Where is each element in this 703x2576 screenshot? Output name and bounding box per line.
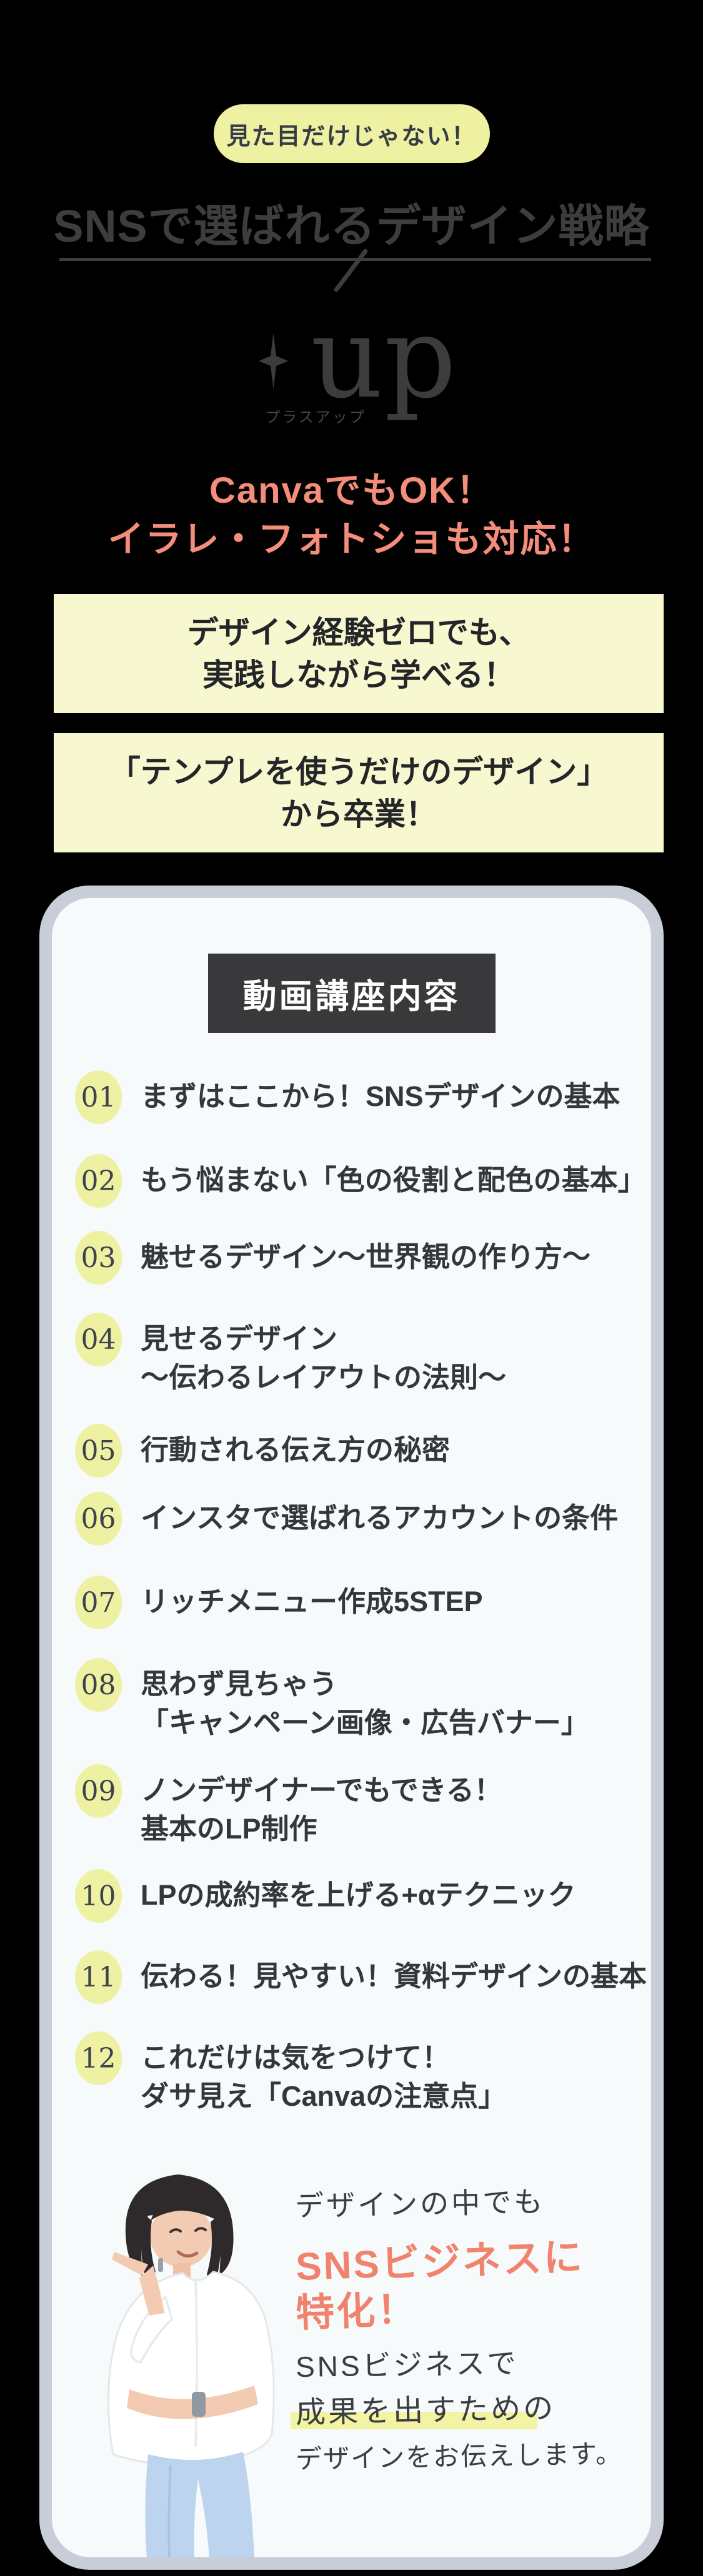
course-item-03-text: 魅せるデザイン〜世界観の作り方〜 [141, 1241, 591, 1273]
course-item-04: 04 見せるデザイン 〜伝わるレイアウトの法則〜 [75, 1313, 506, 1397]
course-item-09-text: ノンデザイナーでもできる！ [141, 1774, 502, 1806]
page-title: SNSで選ばれるデザイン戦略 [53, 202, 650, 252]
benefit-box-1: デザイン経験ゼロでも、 実践しながら学べる！ [54, 594, 664, 713]
benefit-box-2-line2: から卒業！ [281, 796, 437, 832]
course-item-08-text2: 「キャンペーン画像・広告バナー」 [141, 1707, 589, 1739]
course-item-11-number: 11 [75, 1950, 122, 2004]
course-card: 動画講座内容 01 まずはここから！SNSデザインの基本 02 もう悩まない「色… [39, 886, 664, 2570]
course-item-01-text: まずはここから！SNSデザインの基本 [141, 1080, 621, 1112]
hero-badge: 見た目だけじゃない！ [213, 104, 490, 163]
course-item-02-number: 02 [75, 1154, 122, 1208]
course-item-12-text2: ダサ見え「Canvaの注意点」 [141, 2080, 507, 2112]
course-item-10-text: LPの成約率を上げる+αテクニック [141, 1879, 576, 1911]
course-item-10: 10 LPの成約率を上げる+αテクニック [75, 1869, 576, 1923]
course-item-03: 03 魅せるデザイン〜世界観の作り方〜 [75, 1231, 591, 1285]
course-item-11-text: 伝わる！見やすい！資料デザインの基本 [141, 1960, 647, 1992]
course-item-05-text: 行動される伝え方の秘密 [141, 1434, 451, 1466]
course-item-10-number: 10 [75, 1869, 122, 1923]
course-item-09-text2: 基本のLP制作 [141, 1813, 317, 1845]
course-item-03-number: 03 [75, 1231, 122, 1285]
course-item-06-number: 06 [75, 1492, 122, 1546]
course-item-12: 12 これだけは気をつけて！ ダサ見え「Canvaの注意点」 [75, 2031, 506, 2116]
course-item-05: 05 行動される伝え方の秘密 [75, 1424, 450, 1478]
course-item-05-number: 05 [75, 1424, 122, 1478]
benefit-box-2: 「テンプレを使うだけのデザイン」 から卒業！ [54, 733, 664, 852]
course-item-01: 01 まずはここから！SNSデザインの基本 [75, 1070, 621, 1124]
outro-intro: デザインの中でも [294, 2185, 546, 2223]
course-item-12-text: これだけは気をつけて！ [141, 2041, 451, 2073]
outro-focus-line2: 特化！ [295, 2287, 419, 2336]
course-item-01-number: 01 [75, 1070, 122, 1124]
course-heading-label: 動画講座内容 [242, 978, 461, 1015]
benefit-box-1-line2: 実践しながら学べる！ [202, 657, 515, 693]
course-item-02-text: もう悩まない「色の役割と配色の基本」 [141, 1164, 646, 1196]
outro-body-line1: SNSビジネスで [295, 2346, 519, 2384]
course-item-08-text: 思わず見ちゃう [141, 1668, 338, 1700]
sparkle-icon [259, 333, 288, 389]
tools-note: CanvaでもOK！ イラレ・フォトショも対応！ [0, 466, 703, 564]
course-item-08-number: 08 [75, 1658, 122, 1712]
course-item-07-number: 07 [75, 1576, 122, 1629]
instructor-photo [91, 2172, 303, 2557]
title-underline [59, 258, 651, 261]
course-item-08: 08 思わず見ちゃう 「キャンペーン画像・広告バナー」 [75, 1658, 589, 1742]
course-item-06: 06 インスタで選ばれるアカウントの条件 [75, 1492, 618, 1546]
course-item-04-text2: 〜伝わるレイアウトの法則〜 [141, 1361, 507, 1393]
hero-badge-label: 見た目だけじゃない！ [226, 123, 477, 150]
outro-body-line3: デザインをお伝えします。 [295, 2439, 624, 2474]
course-item-11: 11 伝わる！見やすい！資料デザインの基本 [75, 1950, 647, 2004]
course-card-inner: 動画講座内容 01 まずはここから！SNSデザインの基本 02 もう悩まない「色… [52, 898, 651, 2557]
benefit-box-1-line1: デザイン経験ゼロでも、 [187, 614, 531, 650]
course-item-04-text: 見せるデザイン [141, 1323, 338, 1355]
tools-note-line1: CanvaでもOK！ [209, 470, 494, 511]
slash-decoration [333, 248, 369, 293]
course-item-09-number: 09 [75, 1764, 122, 1818]
tools-note-line2: イラレ・フォトショも対応！ [107, 519, 596, 560]
benefit-box-2-line1: 「テンプレを使うだけのデザイン」 [109, 754, 609, 789]
course-item-07-text: リッチメニュー作成5STEP [141, 1586, 483, 1617]
brand-logo-reading: プラスアップ [265, 409, 366, 426]
outro-body-line2: 成果を出すための [295, 2392, 556, 2430]
course-heading-badge: 動画講座内容 [207, 954, 496, 1033]
brand-logo: up [311, 293, 458, 423]
course-item-04-number: 04 [75, 1313, 122, 1366]
course-item-12-number: 12 [75, 2031, 122, 2085]
highlight-marker [291, 2412, 537, 2429]
course-item-02: 02 もう悩まない「色の役割と配色の基本」 [75, 1154, 646, 1208]
course-item-07: 07 リッチメニュー作成5STEP [75, 1576, 483, 1629]
course-item-06-text: インスタで選ばれるアカウントの条件 [141, 1502, 619, 1534]
course-item-09: 09 ノンデザイナーでもできる！ 基本のLP制作 [75, 1764, 502, 1848]
